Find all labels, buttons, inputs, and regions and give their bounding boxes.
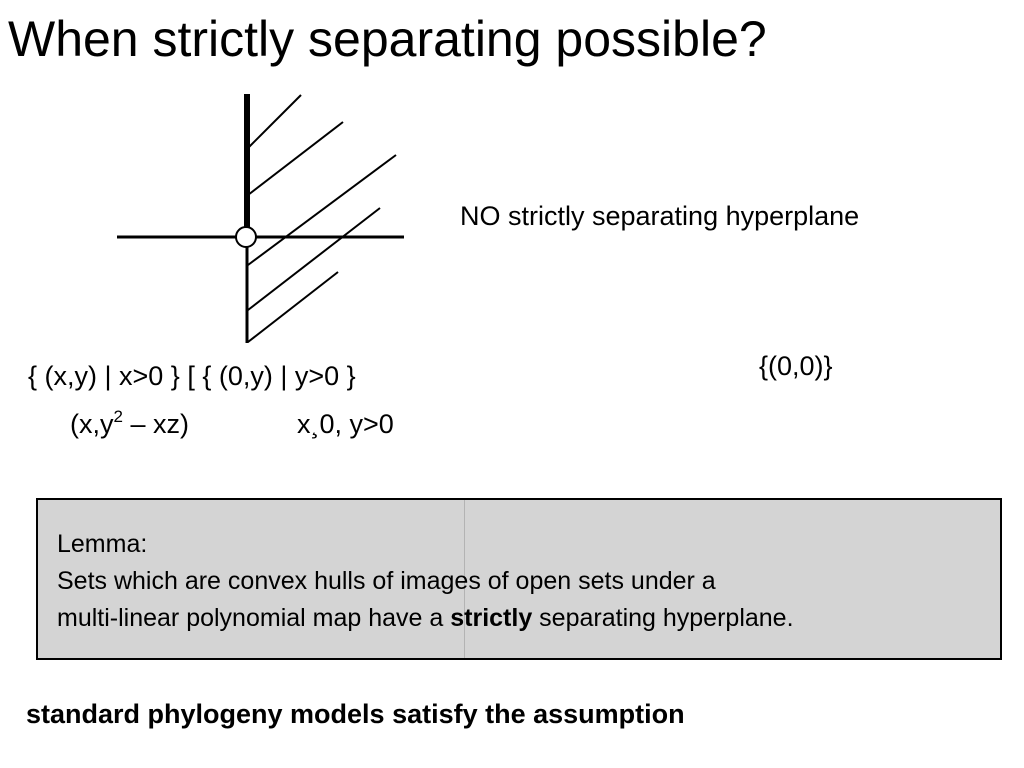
slide-title: When strictly separating possible? (8, 11, 767, 67)
map-expression: (x,y2 – xz) (70, 408, 189, 440)
hatch-line (247, 271, 339, 343)
footer-statement: standard phylogeny models satisfy the as… (26, 699, 685, 729)
lemma-heading: Lemma: (57, 530, 148, 558)
lemma-line-2-end: separating hyperplane. (532, 604, 794, 632)
lemma-line-2-start: multi-linear polynomial map have a (57, 604, 451, 632)
lemma-line-2: multi-linear polynomial map have a stric… (57, 600, 794, 637)
no-separating-hyperplane-label: NO strictly separating hyperplane (460, 201, 860, 231)
lemma-box-divider (464, 500, 465, 658)
hatch-line (247, 207, 381, 311)
origin-open-circle (235, 226, 257, 248)
lemma-strictly-bold: strictly (450, 604, 533, 632)
hatch-line (247, 94, 302, 149)
lemma-text: Lemma: Sets which are convex hulls of im… (57, 526, 794, 637)
origin-set-label: {(0,0)} (759, 351, 833, 381)
map-expression-exponent: 2 (113, 407, 123, 426)
set-definition: { (x,y) | x>0 } [ { (0,y) | y>0 } (28, 361, 356, 391)
hatch-line (247, 121, 344, 196)
map-expression-prefix: (x,y (70, 409, 114, 439)
map-condition: x¸0, y>0 (297, 409, 394, 439)
lemma-box: Lemma: Sets which are convex hulls of im… (36, 498, 1002, 660)
map-expression-suffix: – xz) (122, 409, 189, 439)
lemma-line-1: Sets which are convex hulls of images of… (57, 567, 716, 595)
hatch-line (247, 154, 397, 266)
hatch-lines (247, 94, 397, 343)
